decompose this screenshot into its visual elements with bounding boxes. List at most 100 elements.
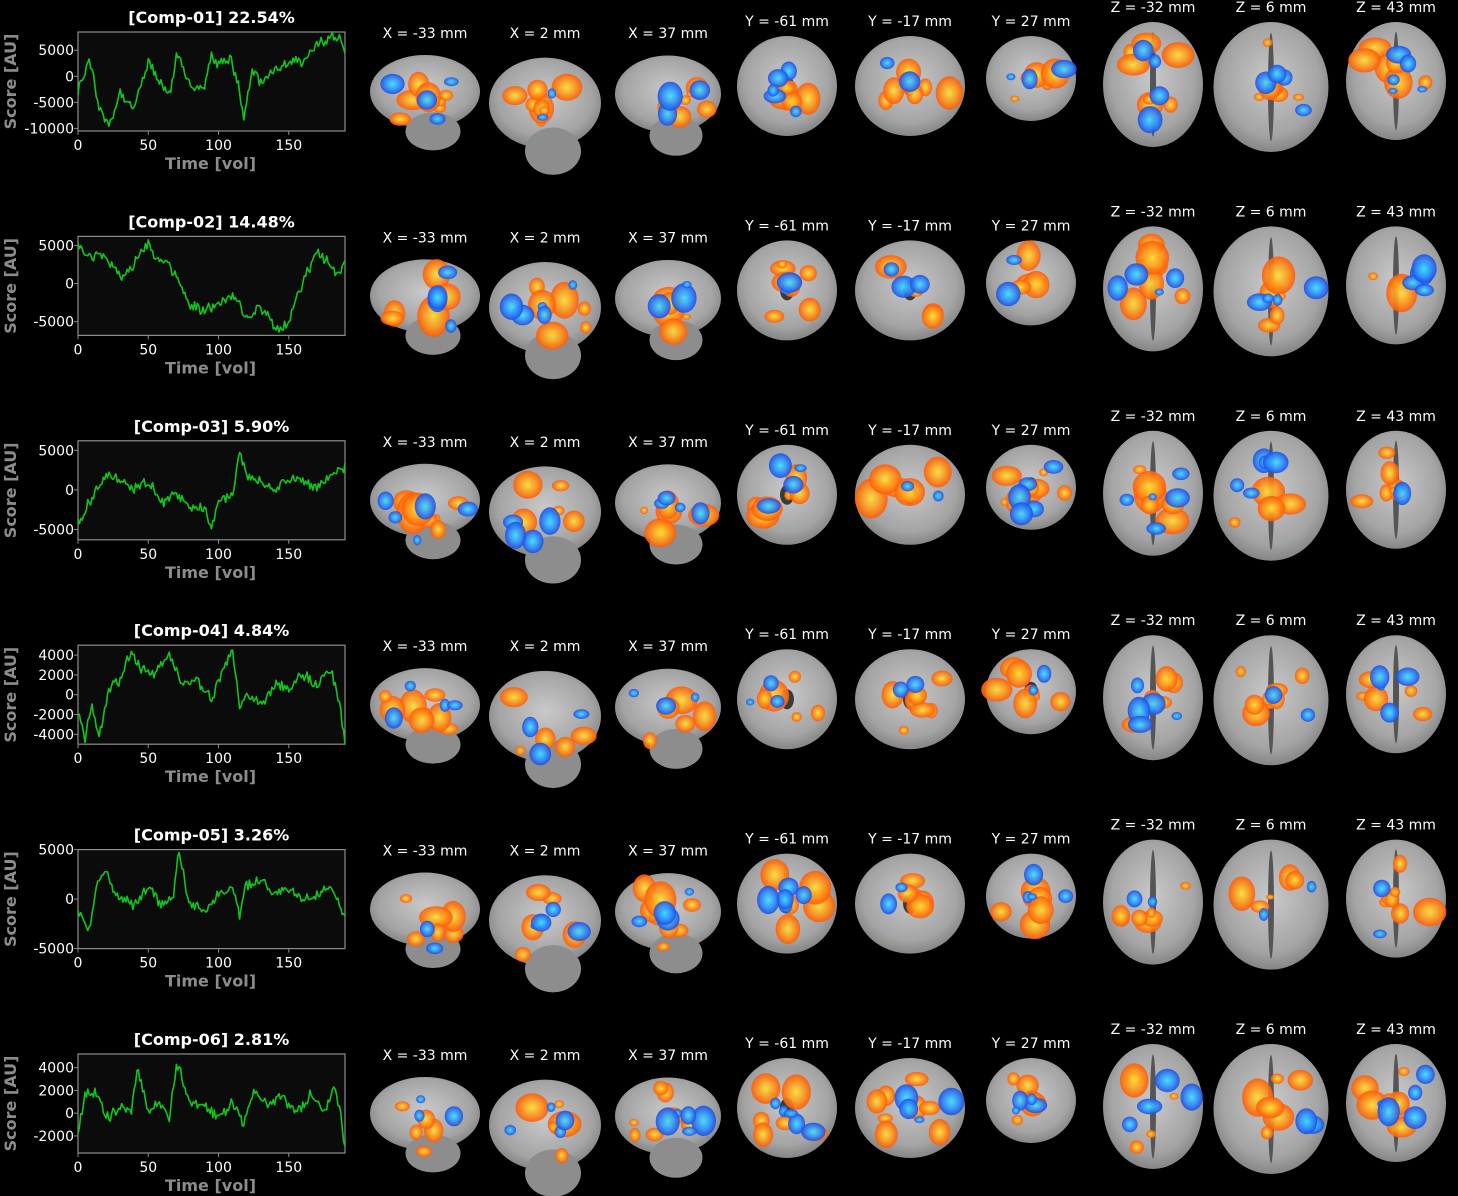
slice-coordinate-label: X = 2 mm	[510, 844, 581, 860]
brainstem	[405, 112, 461, 151]
slice-coordinate-label: Z = 43 mm	[1356, 818, 1436, 834]
positive-activation-blob	[380, 310, 405, 326]
negative-activation-blob	[404, 680, 416, 692]
negative-activation-blob	[996, 281, 1021, 307]
x-tick-label: 150	[275, 138, 302, 154]
positive-activation-blob	[1006, 660, 1032, 688]
slice-coordinate-label: X = 2 mm	[510, 26, 581, 42]
negative-activation-blob	[690, 692, 700, 702]
y-axis-label: Score [AU]	[1, 34, 20, 130]
negative-activation-blob	[1262, 293, 1274, 304]
positive-activation-blob	[1000, 498, 1009, 507]
negative-activation-blob	[1414, 284, 1434, 297]
slice-coordinate-label: X = 37 mm	[628, 844, 708, 860]
x-tick-label: 150	[275, 1160, 302, 1176]
brain-slice-axial: Z = -32 mm	[1103, 204, 1203, 352]
slice-coordinate-label: Y = 27 mm	[991, 627, 1071, 643]
positive-activation-blob	[526, 884, 551, 901]
y-tick-label: 5000	[38, 239, 74, 255]
slice-coordinate-label: X = 37 mm	[628, 435, 708, 451]
brain-slice-axial: Z = -32 mm	[1103, 409, 1203, 556]
x-axis-label: Time [vol]	[165, 1176, 256, 1195]
brain-slice-coronal: Y = -61 mm	[737, 423, 837, 545]
negative-activation-blob	[656, 697, 677, 715]
positive-activation-blob	[1228, 517, 1241, 528]
brain-slice-axial: Z = 6 mm	[1213, 204, 1329, 357]
negative-activation-blob	[657, 490, 676, 506]
positive-activation-blob	[1270, 1073, 1284, 1084]
negative-activation-blob	[1137, 106, 1163, 134]
slice-coordinate-label: X = 37 mm	[628, 1048, 708, 1064]
brain-slice-coronal: Y = 27 mm	[986, 1036, 1076, 1143]
negative-activation-blob	[1006, 255, 1022, 265]
timeseries-panel	[77, 1053, 346, 1154]
negative-activation-blob	[1393, 481, 1412, 506]
negative-activation-blob	[1058, 889, 1074, 903]
negative-activation-blob	[657, 81, 683, 111]
slice-coordinate-label: Y = 27 mm	[991, 1036, 1071, 1052]
negative-activation-blob	[1021, 68, 1038, 90]
negative-activation-blob	[1119, 493, 1135, 506]
x-axis-label: Time [vol]	[165, 358, 256, 377]
x-tick-label: 100	[205, 342, 232, 358]
positive-activation-blob	[640, 506, 649, 515]
negative-activation-blob	[1262, 451, 1289, 474]
positive-activation-blob	[877, 1113, 893, 1124]
positive-activation-blob	[653, 1080, 669, 1096]
brain-slice-coronal: Y = 27 mm	[986, 423, 1076, 530]
negative-activation-blob	[883, 262, 900, 277]
brain-slice-axial: Z = 6 mm	[1213, 818, 1329, 970]
positive-activation-blob	[430, 520, 447, 539]
negative-activation-blob	[384, 707, 403, 729]
negative-activation-blob	[1267, 64, 1287, 84]
negative-activation-blob	[691, 502, 710, 525]
brain-slice-coronal: Y = -61 mm	[737, 218, 837, 341]
negative-activation-blob	[770, 1097, 781, 1110]
midline	[1393, 645, 1399, 744]
negative-activation-blob	[426, 942, 444, 955]
positive-activation-blob	[675, 715, 696, 733]
slice-coordinate-label: Y = -61 mm	[744, 627, 829, 643]
positive-activation-blob	[1294, 667, 1310, 685]
x-tick-label: 150	[275, 342, 302, 358]
negative-activation-blob	[794, 464, 807, 472]
slice-coordinate-label: Z = -32 mm	[1111, 409, 1196, 425]
negative-activation-blob	[914, 1116, 925, 1124]
brain-slice-sagittal: X = 2 mm	[489, 230, 601, 380]
negative-activation-blob	[1122, 1116, 1138, 1133]
positive-activation-blob	[898, 725, 909, 735]
slice-coordinate-label: Z = 43 mm	[1356, 204, 1436, 220]
positive-activation-blob	[1131, 909, 1148, 927]
brain-slice-coronal: Y = -61 mm	[737, 832, 837, 954]
brain-slice-axial: Z = 43 mm	[1346, 1022, 1446, 1162]
positive-activation-blob	[515, 745, 526, 756]
slice-coordinate-label: Z = 43 mm	[1356, 1022, 1436, 1038]
brain-slice-coronal: Y = -61 mm	[737, 627, 837, 750]
slice-coordinate-label: Z = 6 mm	[1236, 409, 1307, 425]
negative-activation-blob	[377, 491, 394, 511]
negative-activation-blob	[1009, 502, 1033, 526]
negative-activation-blob	[414, 493, 436, 520]
positive-activation-blob	[536, 321, 569, 350]
positive-activation-blob	[1391, 903, 1410, 924]
negative-activation-blob	[647, 294, 671, 319]
negative-activation-blob	[1147, 896, 1158, 908]
positive-activation-blob	[1011, 1114, 1023, 1126]
brain-slice-coronal: Y = -61 mm	[737, 1036, 837, 1158]
brain-slice-sagittal: X = 37 mm	[615, 639, 721, 769]
negative-activation-blob	[671, 283, 697, 313]
negative-activation-blob	[545, 901, 561, 918]
timeseries-panel	[77, 644, 346, 745]
negative-activation-blob	[1165, 488, 1190, 508]
brain-slice-sagittal: X = -33 mm	[370, 1048, 480, 1173]
brain-slice-sagittal: X = 2 mm	[489, 26, 601, 175]
brain-slice-axial: Z = 43 mm	[1346, 818, 1447, 958]
negative-activation-blob	[447, 700, 463, 711]
positive-activation-blob	[1161, 42, 1195, 68]
positive-activation-blob	[791, 712, 802, 722]
y-tick-label: 2000	[38, 1083, 74, 1099]
slice-coordinate-label: X = 2 mm	[510, 230, 581, 246]
